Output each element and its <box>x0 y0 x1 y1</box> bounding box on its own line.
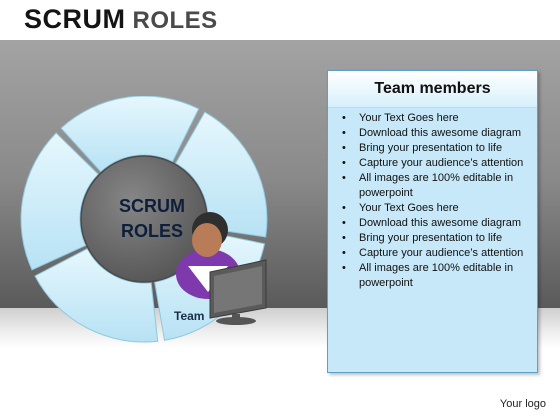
logo-placeholder: Your logo <box>499 398 546 410</box>
wheel-segment <box>174 111 268 238</box>
list-item: Bring your presentation to life <box>342 141 532 156</box>
list-item: Capture your audience’s attention <box>342 246 532 261</box>
team-label: Team <box>174 309 204 323</box>
wheel-segment <box>34 247 159 343</box>
list-item: Your Text Goes here <box>342 201 532 216</box>
list-item: Capture your audience’s attention <box>342 156 532 171</box>
list-item: All images are 100% editable in powerpoi… <box>342 171 532 201</box>
team-members-list: Your Text Goes here Download this awesom… <box>342 111 532 291</box>
wheel-center-line1: SCRUM <box>119 196 185 216</box>
wheel-segment <box>20 132 99 271</box>
list-item: All images are 100% editable in powerpoi… <box>342 261 532 291</box>
list-item: Download this awesome diagram <box>342 216 532 231</box>
wheel-segments <box>20 96 268 343</box>
title-word-scrum: SCRUM <box>24 4 126 34</box>
wheel-center-line2: ROLES <box>121 221 183 241</box>
monitor-icon <box>209 259 267 325</box>
scrum-wheel-diagram: SCRUM ROLES Team <box>20 96 268 343</box>
list-item: Bring your presentation to life <box>342 231 532 246</box>
team-members-card: Team members Your Text Goes here Downloa… <box>327 70 538 373</box>
list-item: Your Text Goes here <box>342 111 532 126</box>
card-header: Team members <box>328 71 537 108</box>
wheel-segment <box>60 96 200 173</box>
title-word-roles: ROLES <box>132 7 218 34</box>
list-item: Download this awesome diagram <box>342 126 532 141</box>
